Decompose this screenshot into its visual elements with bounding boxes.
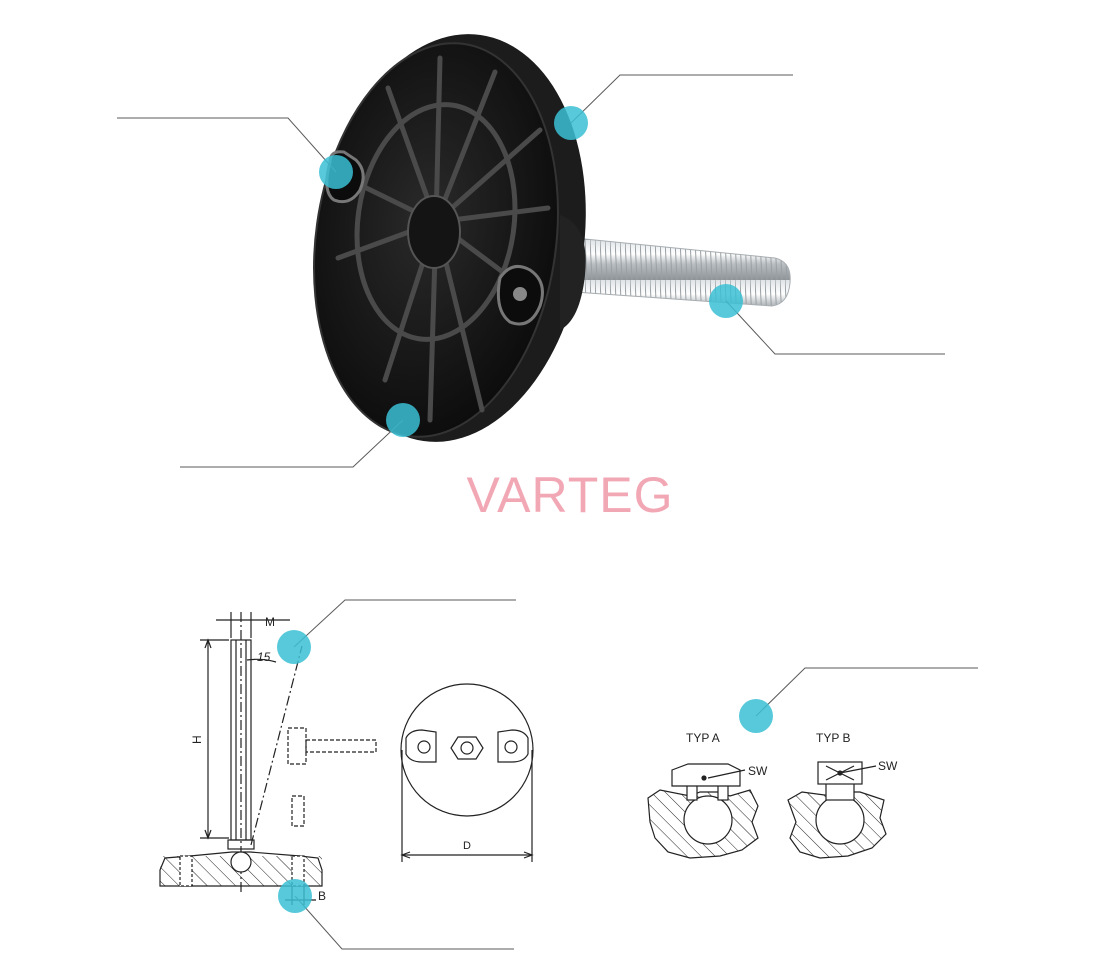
typ-a-label: TYP A [686, 731, 720, 745]
callout-dot-ball-joint[interactable] [739, 699, 773, 733]
typ-a-sw-label: SW [748, 764, 768, 778]
dim-label-h: H [190, 735, 204, 744]
callout-dot-rim[interactable] [554, 106, 588, 140]
callout-dot-mount-hole[interactable] [278, 879, 312, 913]
bottom-view-drawing [400, 683, 534, 862]
watermark: VARTEG [466, 467, 674, 523]
typ-a-section [647, 763, 759, 859]
callout-dot-slot-hole[interactable] [319, 155, 353, 189]
threaded-stud [574, 237, 791, 307]
callout-dot-thread[interactable] [709, 284, 743, 318]
typ-b-section [787, 761, 887, 859]
leveling-foot-photo [313, 34, 791, 442]
typ-b-label: TYP B [816, 731, 850, 745]
dim-label-d: D [463, 840, 471, 852]
pad-hub [560, 215, 586, 330]
dim-label-angle: 15 [257, 650, 271, 664]
dim-label-m: M [265, 615, 275, 629]
dim-label-b: B [318, 889, 326, 903]
callout-dot-base[interactable] [386, 403, 420, 437]
callout-dot-tilt-angle[interactable] [277, 630, 311, 664]
photo-leaders [117, 74, 945, 468]
pad-center-boss [407, 195, 461, 269]
typ-b-sw-label: SW [878, 759, 898, 773]
drawing-leaders [293, 599, 978, 950]
